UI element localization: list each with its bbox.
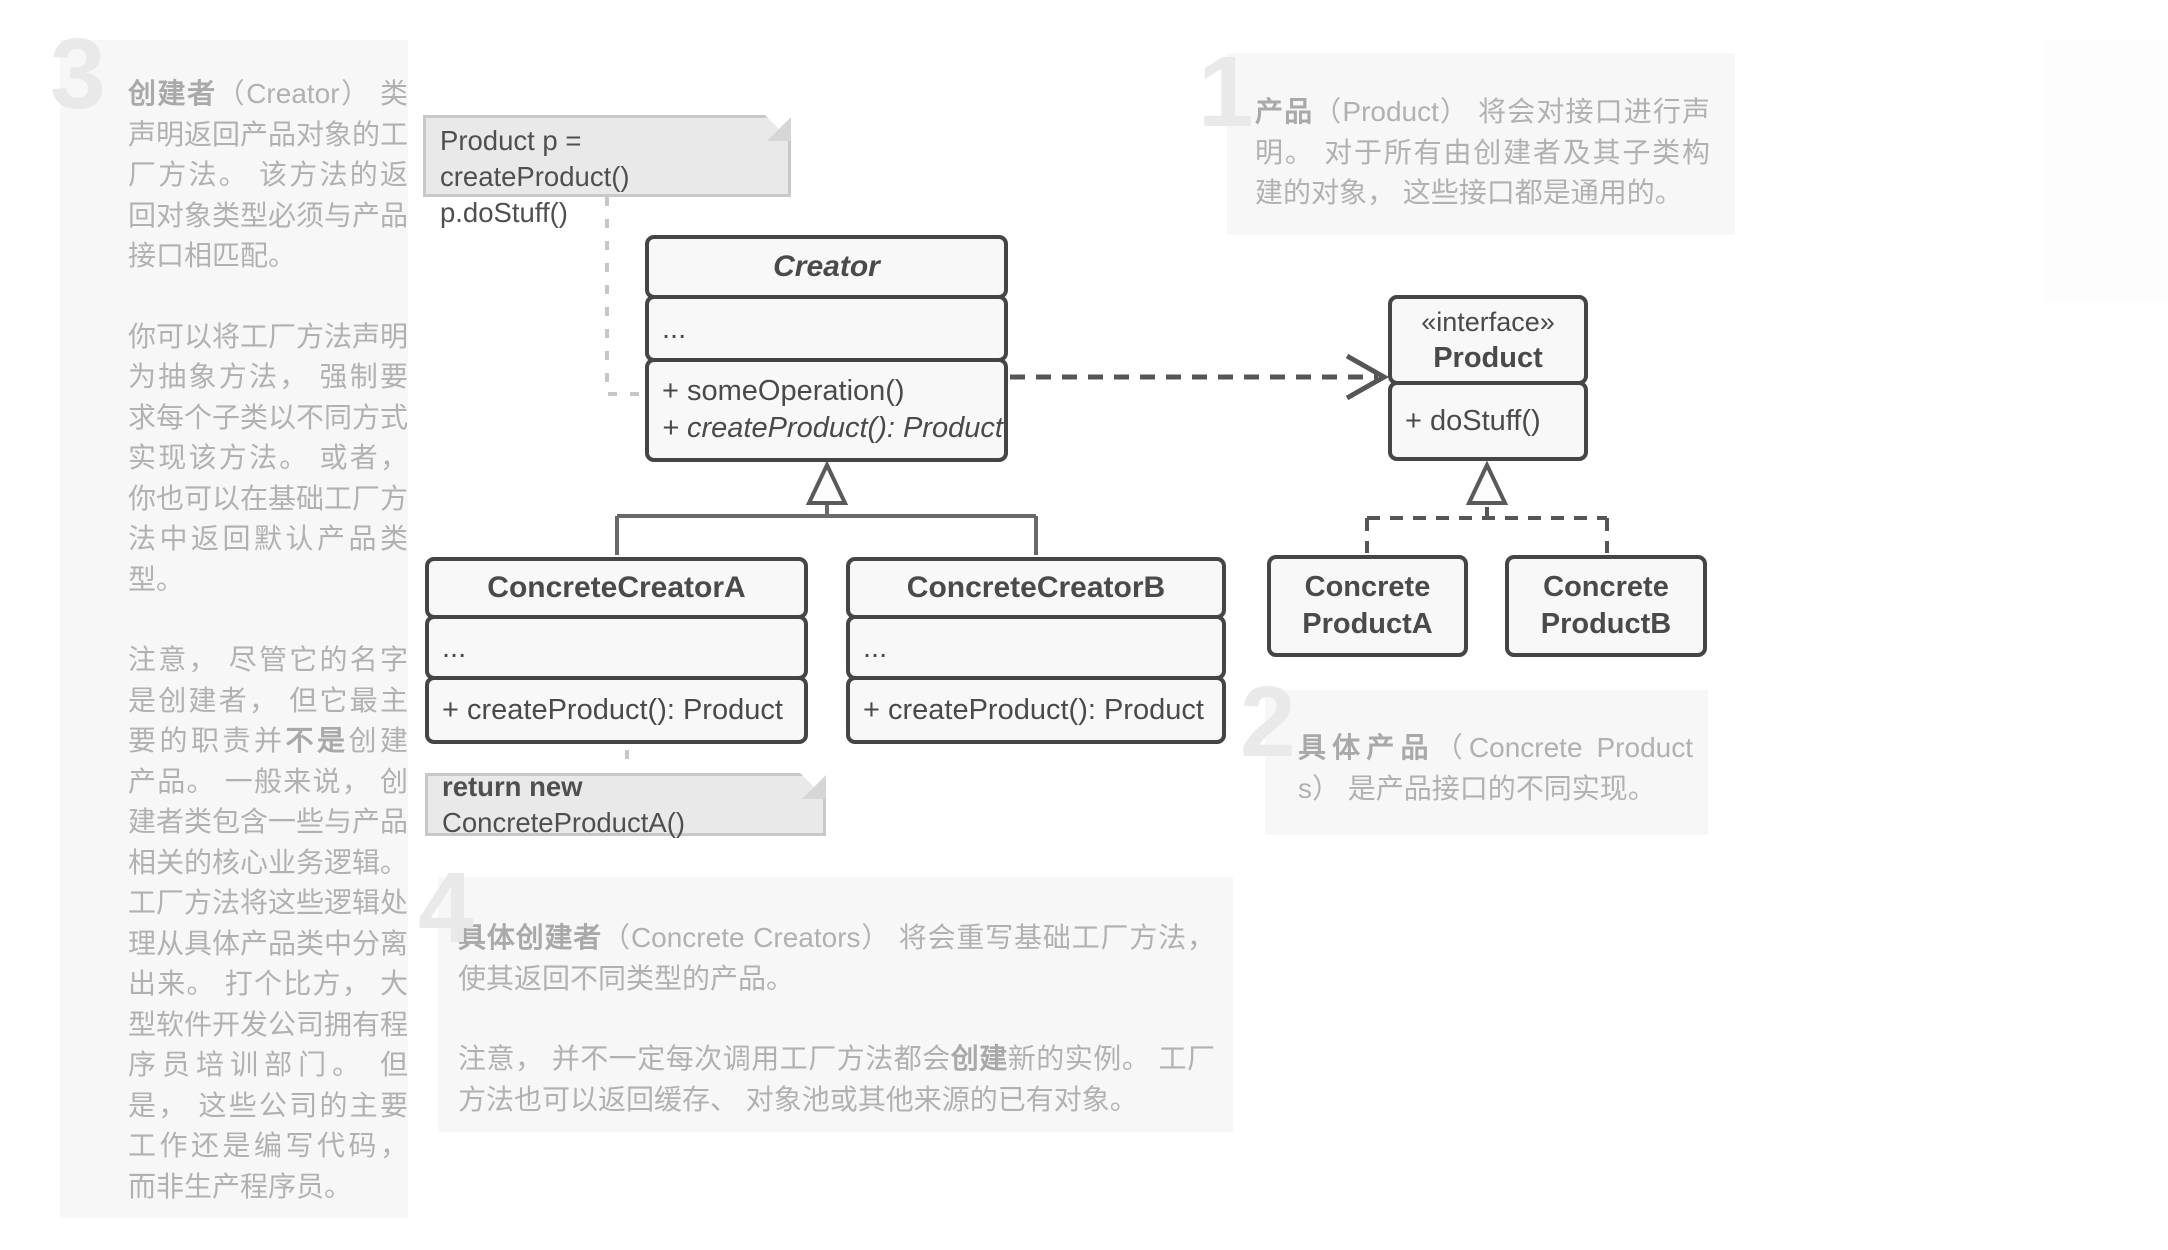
realization-lines [1365,507,1609,553]
return-note-rest: ConcreteProductA() [442,806,686,838]
dependency-open-arrowhead-icon [1345,353,1390,401]
paragraph: 注意， 尽管它的名字是创建者， 但它最主要的职责并不是创建产品。 一般来说， 创… [128,640,408,1207]
paragraph: 具体产品（Concrete Products） 是产品接口的不同实现。 [1298,728,1693,809]
class-name-line: Concrete [1304,571,1431,603]
class-title: ConcreteCreatorB [846,557,1226,619]
class-concrete-product-b: Concrete ProductB [1505,555,1707,657]
method-createProduct: + createProduct(): Product [863,693,1204,726]
product-annotation-text: 产品（Product） 将会对接口进行声明。 对于所有由创建者及其子类构建的对象… [1255,92,1710,214]
interface-name-product: Product [1433,342,1543,374]
pseudocode-line: Product p = createProduct() [440,125,630,192]
paragraph-text: （Creator） 类声明返回产品对象的工厂方法。 该方法的返回对象类型必须与产… [128,78,409,271]
annotation-block-concrete-creators [438,877,1233,1132]
note-fold-corner-icon [765,115,791,141]
method-someOperation: + someOperation() [662,375,905,407]
method-createProduct-abstract: + createProduct(): Product [662,412,1003,444]
step-number-4: 4 [418,852,474,964]
page-edge-artifact [2045,40,2168,302]
interface-header: «interface» Product [1388,295,1588,385]
term-concrete-creators: 具体创建者 [458,922,603,953]
pseudocode-line: p.doStuff() [440,197,568,228]
paragraph-text: （Concrete Products） 是产品接口的不同实现。 [1298,732,1693,804]
class-concrete-creator-a: ConcreteCreatorA ... + createProduct(): … [425,557,808,744]
return-new-keyword: return new [442,770,583,802]
paragraph-text: 你可以将工厂方法声明为抽象方法， 强制要求每个子类以不同方式实现该方法。 或者，… [128,320,409,595]
return-note: return new ConcreteProductA() [425,771,826,838]
paragraph-text: （Product） 将会对接口进行声明。 对于所有由创建者及其子类构建的对象， … [1255,96,1710,208]
interface-methods: + doStuff() [1388,381,1588,461]
class-methods: + createProduct(): Product [846,676,1226,744]
concrete-products-annotation-text: 具体产品（Concrete Products） 是产品接口的不同实现。 [1298,728,1693,809]
class-creator: Creator ... + someOperation() + createPr… [645,235,1008,462]
inheritance-lines [615,505,1038,555]
interface-product: «interface» Product + doStuff() [1388,295,1588,461]
paragraph: 具体创建者（Concrete Creators） 将会重写基础工厂方法， 使其返… [458,918,1215,999]
paragraph-text: （Concrete Creators） 将会重写基础工厂方法， 使其返回不同类型… [458,922,1215,994]
method-createProduct: + createProduct(): Product [442,693,783,726]
fields-ellipsis: ... [863,632,888,664]
annotation-block-creator [60,40,408,1218]
concrete-creators-annotation-text: 具体创建者（Concrete Creators） 将会重写基础工厂方法， 使其返… [458,918,1215,1120]
paragraph: 创建者（Creator） 类声明返回产品对象的工厂方法。 该方法的返回对象类型必… [128,74,408,277]
class-name-creator: Creator [773,250,880,283]
step-number-1: 1 [1198,36,1254,148]
note-fold-corner-icon [800,773,826,799]
paragraph: 产品（Product） 将会对接口进行声明。 对于所有由创建者及其子类构建的对象… [1255,92,1710,214]
emphasis-not: 不是 [285,725,349,756]
class-fields: ... [645,295,1008,362]
method-doStuff: + doStuff() [1405,404,1541,437]
class-concrete-creator-b: ConcreteCreatorB ... + createProduct(): … [846,557,1226,744]
paragraph: 你可以将工厂方法声明为抽象方法， 强制要求每个子类以不同方式实现该方法。 或者，… [128,317,408,601]
pseudocode-note: Product p = createProduct() p.doStuff() [423,115,791,228]
class-title: Concrete ProductB [1505,555,1707,657]
fields-ellipsis: ... [662,313,687,345]
emphasis-create: 创建 [950,1043,1008,1074]
paragraph-text: 新的实例。 工厂方法也可以返回缓存、 对象池或其他来源的已有对象。 [458,1043,1215,1115]
paragraph-text: 创建产品。 一般来说， 创建者类包含一些与产品相关的核心业务逻辑。 工厂方法将这… [128,725,409,1202]
return-note-text: return new ConcreteProductA() [442,769,809,841]
class-concrete-product-a: Concrete ProductA [1267,555,1468,657]
term-concrete-products: 具体产品 [1298,732,1435,763]
fields-ellipsis: ... [442,632,467,664]
class-title: Concrete ProductA [1267,555,1468,657]
term-creator: 创建者 [128,78,217,109]
class-fields: ... [846,615,1226,680]
class-title: ConcreteCreatorA [425,557,808,619]
step-number-3: 3 [50,18,106,130]
annotation-block-concrete-products [1265,690,1708,835]
stereotype-interface: «interface» [1421,307,1555,337]
class-fields: ... [425,615,808,680]
creator-annotation-text: 创建者（Creator） 类声明返回产品对象的工厂方法。 该方法的返回对象类型必… [128,74,408,1207]
class-name-concrete-creator-a: ConcreteCreatorA [487,571,746,604]
class-name-line: ProductA [1302,608,1433,640]
inheritance-hollow-triangle-icon [805,460,849,505]
class-methods: + createProduct(): Product [425,676,808,744]
paragraph-text: 注意， 尽管它的名字是创建者， 但它最主要的职责并 [128,644,408,756]
term-product: 产品 [1255,96,1314,127]
paragraph-text: 注意， 并不一定每次调用工厂方法都会 [458,1043,951,1074]
class-name-concrete-creator-b: ConcreteCreatorB [906,571,1166,604]
class-name-line: ProductB [1540,608,1672,640]
class-methods: + someOperation() + createProduct(): Pro… [645,358,1008,462]
class-name-line: Concrete [1543,571,1669,603]
realization-hollow-triangle-icon [1465,460,1509,505]
step-number-2: 2 [1240,666,1296,778]
class-title: Creator [645,235,1008,299]
paragraph: 注意， 并不一定每次调用工厂方法都会创建新的实例。 工厂方法也可以返回缓存、 对… [458,1039,1215,1120]
annotation-block-product [1227,53,1735,235]
